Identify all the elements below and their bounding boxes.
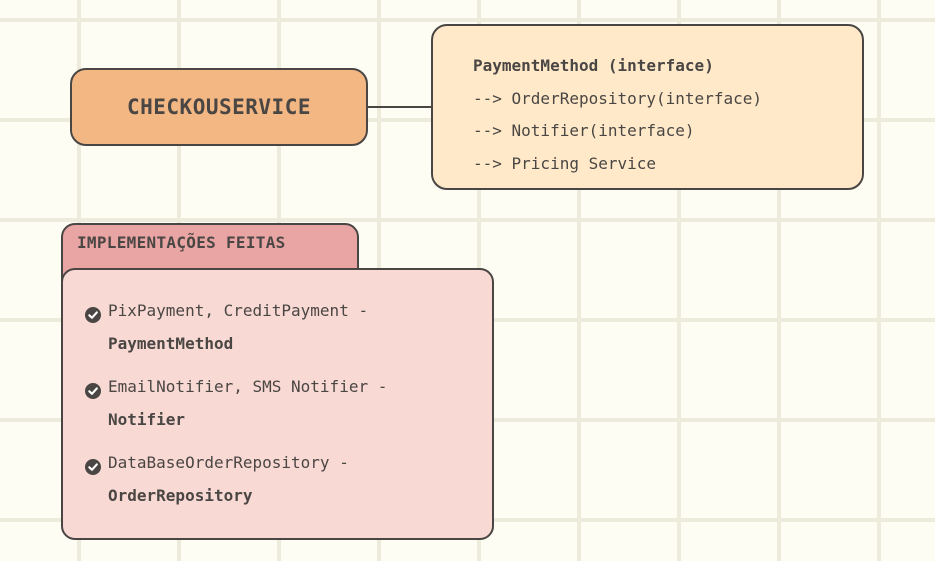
dependencies-node[interactable]: PaymentMethod (interface) --> OrderRepos… [431,24,864,190]
implementation-interface: Notifier [108,409,186,429]
implementation-item-notifier: EmailNotifier, SMS Notifier - Notifier [85,377,492,436]
implementations-header-label: IMPLEMENTAÇÕES FEITAS [77,233,286,252]
implementation-classes: DataBaseOrderRepository - [108,453,349,472]
implementation-item-payment: PixPayment, CreditPayment - PaymentMetho… [85,301,492,360]
check-circle-icon [85,307,101,323]
implementation-item-repository: DataBaseOrderRepository - OrderRepositor… [85,453,492,512]
dependency-line-payment-method: PaymentMethod (interface) [473,56,714,75]
implementation-interface: OrderRepository [108,485,253,505]
implementation-text: DataBaseOrderRepository - OrderRepositor… [108,447,349,512]
dependency-line-notifier: --> Notifier(interface) [473,121,695,140]
implementation-classes: EmailNotifier, SMS Notifier - [108,377,388,396]
implementations-card[interactable]: PixPayment, CreditPayment - PaymentMetho… [61,268,494,540]
check-circle-icon [85,383,101,399]
dependency-line-order-repository: --> OrderRepository(interface) [473,88,762,108]
checkout-service-title: CHECKOUSERVICE [126,95,311,119]
implementation-text: EmailNotifier, SMS Notifier - Notifier [108,371,387,436]
connector-line [368,106,432,108]
implementation-interface: PaymentMethod [108,333,234,353]
dependency-line-pricing-service: --> Pricing Service [473,153,657,173]
checkout-service-node[interactable]: CHECKOUSERVICE [70,68,368,146]
implementation-classes: PixPayment, CreditPayment - [108,301,369,320]
implementation-text: PixPayment, CreditPayment - PaymentMetho… [108,295,368,360]
check-circle-icon [85,459,101,475]
